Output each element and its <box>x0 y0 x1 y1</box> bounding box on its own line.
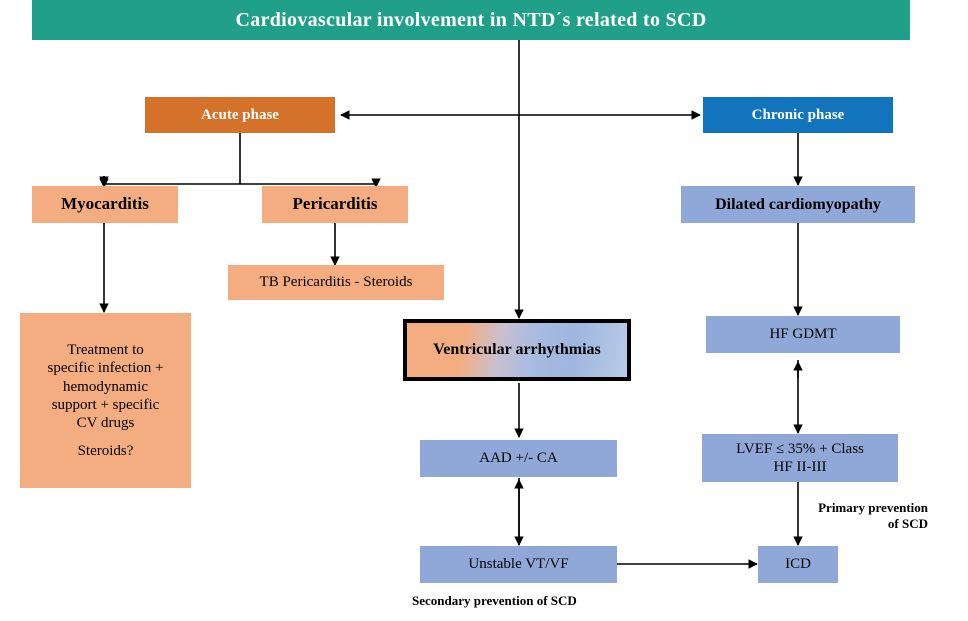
node-lvef-line2: HF II-III <box>773 459 827 475</box>
node-acute-treatment-line2: specific infection + <box>47 360 164 377</box>
node-icd[interactable]: ICD <box>758 546 838 583</box>
page-title: Cardiovascular involvement in NTD´s rela… <box>235 8 707 31</box>
node-lvef[interactable]: LVEF ≤ 35% + Class HF II-III <box>702 434 898 482</box>
node-aad-ca[interactable]: AAD +/- CA <box>420 440 617 477</box>
node-icd-label: ICD <box>785 556 811 573</box>
caption-primary-prevention-line2: of SCD <box>887 516 928 532</box>
node-hf-gdmt-label: HF GDMT <box>769 326 837 343</box>
node-dilated-cardiomyopathy-label: Dilated cardiomyopathy <box>715 195 881 213</box>
caption-primary-prevention: Primary prevention of SCD <box>748 500 928 533</box>
caption-secondary-prevention-line1: Secondary prevention of SCD <box>412 593 577 608</box>
node-acute-treatment-line6: Steroids? <box>77 442 134 459</box>
node-dilated-cardiomyopathy[interactable]: Dilated cardiomyopathy <box>681 186 915 223</box>
node-ventricular-arrhythmias[interactable]: Ventricular arrhythmias <box>403 319 631 381</box>
node-acute-treatment-line1: Treatment to <box>67 342 144 359</box>
node-chronic-phase[interactable]: Chronic phase <box>703 97 893 133</box>
node-tb-pericarditis[interactable]: TB Pericarditis - Steroids <box>228 265 444 300</box>
node-acute-treatment[interactable]: Treatment to specific infection + hemody… <box>20 313 191 488</box>
caption-secondary-prevention: Secondary prevention of SCD <box>412 593 712 609</box>
caption-primary-prevention-line1: Primary prevention <box>818 500 928 515</box>
node-aad-ca-label: AAD +/- CA <box>479 450 558 467</box>
page-title-bar: Cardiovascular involvement in NTD´s rela… <box>32 0 910 40</box>
node-acute-treatment-line5: CV drugs <box>76 415 135 432</box>
node-acute-treatment-line4: support + specific <box>51 397 160 413</box>
node-pericarditis-label: Pericarditis <box>292 194 378 214</box>
node-acute-treatment-line3: hemodynamic <box>63 378 148 395</box>
node-hf-gdmt[interactable]: HF GDMT <box>706 316 900 353</box>
node-chronic-phase-label: Chronic phase <box>751 106 845 123</box>
node-acute-phase-label: Acute phase <box>201 106 279 123</box>
node-lvef-line1: LVEF ≤ 35% + Class <box>736 440 864 457</box>
node-myocarditis-label: Myocarditis <box>61 194 149 214</box>
node-acute-phase[interactable]: Acute phase <box>145 97 335 133</box>
node-unstable-vtvf[interactable]: Unstable VT/VF <box>420 546 617 583</box>
node-pericarditis[interactable]: Pericarditis <box>262 186 408 223</box>
node-tb-pericarditis-label: TB Pericarditis - Steroids <box>259 274 413 291</box>
node-unstable-vtvf-label: Unstable VT/VF <box>468 556 569 573</box>
node-myocarditis[interactable]: Myocarditis <box>32 186 178 223</box>
node-ventricular-arrhythmias-label: Ventricular arrhythmias <box>433 341 601 359</box>
